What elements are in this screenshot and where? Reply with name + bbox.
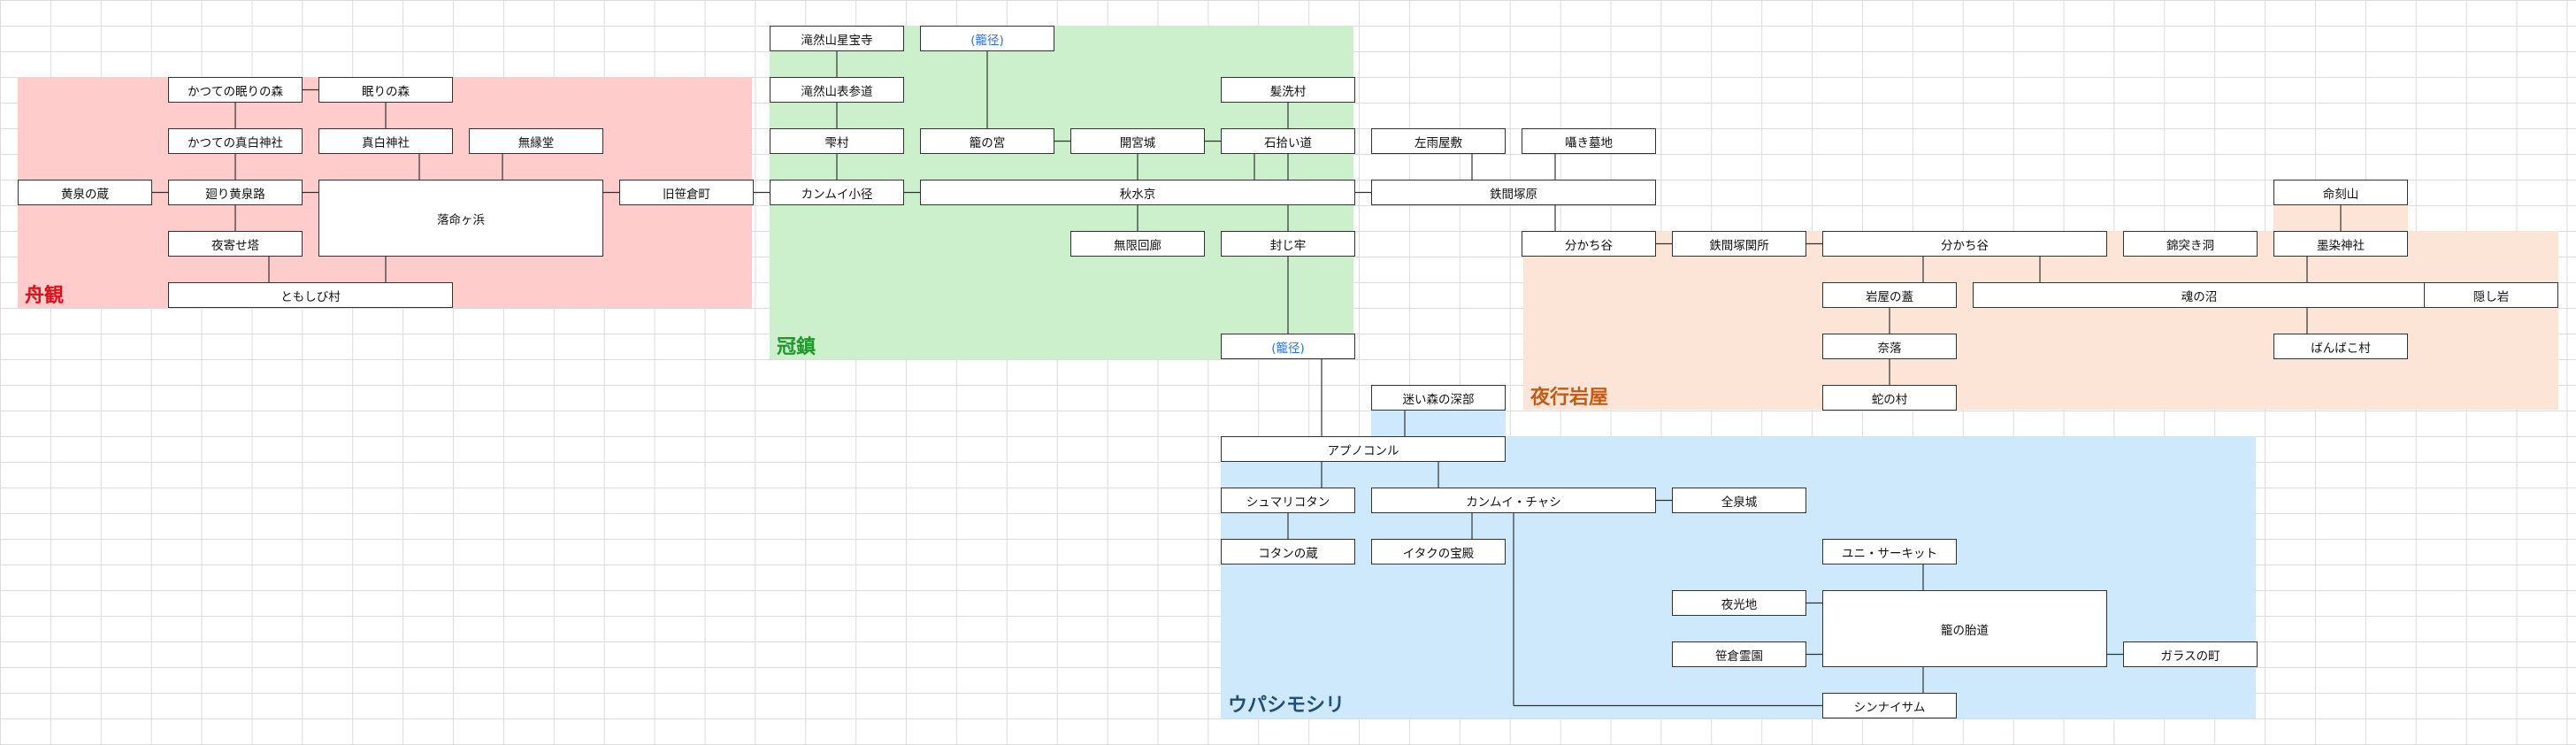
node-shinnaisamu[interactable]: シンナイサム: [1822, 693, 1957, 718]
node-kago-no-miya[interactable]: 籠の宮: [920, 128, 1054, 154]
node-sau-yashiki[interactable]: 左雨屋敷: [1371, 128, 1506, 154]
node-banbako-mura[interactable]: ばんばこ村: [2273, 334, 2408, 359]
node-tomoshibi-mura[interactable]: ともしび村: [168, 282, 453, 308]
node-yuni-circuit[interactable]: ユニ・サーキット: [1822, 539, 1957, 565]
node-yoyose-tou[interactable]: 夜寄せ塔: [168, 231, 303, 257]
node-kago-no-taidou[interactable]: 籠の胎道: [1822, 590, 2107, 667]
node-kamui-komichi[interactable]: カンムイ小径: [770, 180, 904, 205]
node-hebi-no-mura[interactable]: 蛇の村: [1822, 385, 1957, 411]
node-yomi-no-kura[interactable]: 黄泉の蔵: [18, 180, 152, 205]
node-tekken-zuka-sekisho[interactable]: 鉄間塚関所: [1672, 231, 1806, 257]
node-zensen-jou[interactable]: 全泉城: [1672, 488, 1806, 513]
node-takizen-hoshi-dera[interactable]: 滝然山星宝寺: [770, 26, 904, 51]
node-meikoku-zan[interactable]: 命刻山: [2273, 180, 2408, 205]
node-kago-michi-route-2[interactable]: (籠径): [1221, 334, 1355, 359]
node-sasayaki-bochi[interactable]: 囁き墓地: [1522, 128, 1656, 154]
node-kago-michi-route-1[interactable]: (籠径): [920, 26, 1054, 51]
node-muen-dou[interactable]: 無縁堂: [469, 128, 603, 154]
node-tamashii-no-numa[interactable]: 魂の沼: [1973, 282, 2426, 308]
node-itaku-no-houden[interactable]: イタクの宝殿: [1371, 539, 1506, 565]
node-nemuri-no-mori[interactable]: 眠りの森: [318, 77, 453, 103]
node-sasakura-reien[interactable]: 笹倉霊園: [1672, 641, 1806, 667]
node-kamiarai-mura[interactable]: 髪洗村: [1221, 77, 1355, 103]
node-shizuku-mura[interactable]: 雫村: [770, 128, 904, 154]
region-label-yakou: 夜行岩屋: [1530, 387, 1609, 409]
node-nishiki-tsuki-dou[interactable]: 錦突き洞: [2123, 231, 2258, 257]
region-label-kanchin: 冠鎮: [777, 336, 816, 358]
node-kotan-no-kura[interactable]: コタンの蔵: [1221, 539, 1355, 565]
node-mayoi-mori-shinbu[interactable]: 迷い森の深部: [1371, 385, 1506, 411]
region-label-funami: 舟観: [25, 285, 65, 307]
node-mugen-kairou[interactable]: 無限回廊: [1070, 231, 1205, 257]
node-naraku[interactable]: 奈落: [1822, 334, 1957, 359]
node-rakumei-ga-hama[interactable]: 落命ヶ浜: [318, 180, 603, 257]
region-upashi: [1221, 436, 2256, 718]
node-wakachi-dani-1[interactable]: 分かち谷: [1522, 231, 1656, 257]
node-kakushi-iwa[interactable]: 隠し岩: [2424, 282, 2558, 308]
region-label-upashi: ウパシモシリ: [1228, 695, 1346, 717]
node-kamui-chashi[interactable]: カンムイ・チャシ: [1371, 488, 1656, 513]
node-ishihiroi-michi[interactable]: 石拾い道: [1221, 128, 1355, 154]
node-tekken-zukahara[interactable]: 鉄間塚原: [1371, 180, 1656, 205]
node-iwaya-no-futa[interactable]: 岩屋の蓋: [1822, 282, 1957, 308]
node-katsute-shinshiro-jinja[interactable]: かつての真白神社: [168, 128, 303, 154]
node-takizen-omote-sandou[interactable]: 滝然山表参道: [770, 77, 904, 103]
node-shumari-kotan[interactable]: シュマリコタン: [1221, 488, 1355, 513]
node-shinshiro-jinja[interactable]: 真白神社: [318, 128, 453, 154]
node-kaiguu-jou[interactable]: 開宮城: [1070, 128, 1205, 154]
node-yakou-chi[interactable]: 夜光地: [1672, 590, 1806, 616]
node-meguri-yomiji[interactable]: 廻り黄泉路: [168, 180, 303, 205]
node-wakachi-dani-2[interactable]: 分かち谷: [1822, 231, 2107, 257]
region-yakou: [1523, 231, 2558, 410]
node-kyuu-sasakura-machi[interactable]: 旧笹倉町: [619, 180, 754, 205]
node-shuusui-kyou[interactable]: 秋水京: [920, 180, 1355, 205]
node-fuuji-rou[interactable]: 封じ牢: [1221, 231, 1355, 257]
node-glass-no-machi[interactable]: ガラスの町: [2123, 641, 2258, 667]
node-apunokonru[interactable]: アプノコンル: [1221, 436, 1506, 462]
node-sumizome-jinja[interactable]: 墨染神社: [2273, 231, 2408, 257]
node-katsute-nemuri-no-mori[interactable]: かつての眠りの森: [168, 77, 303, 103]
